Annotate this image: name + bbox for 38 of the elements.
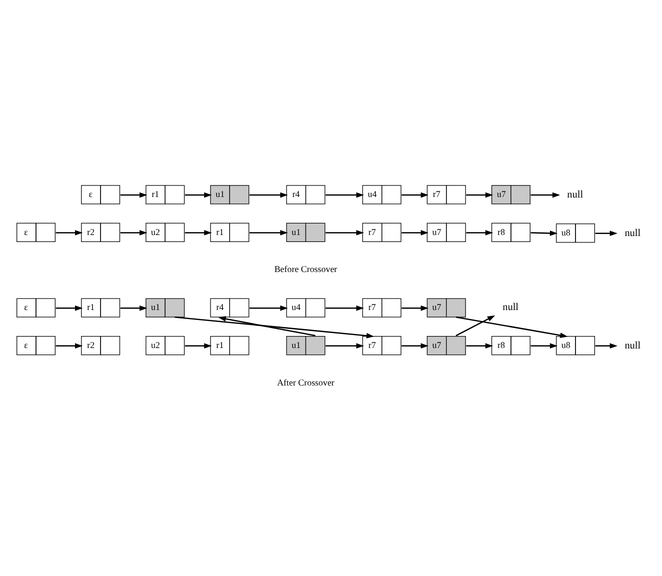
arrow — [218, 316, 316, 336]
arrow — [56, 304, 83, 310]
arrow — [595, 342, 618, 348]
arrow — [326, 192, 364, 198]
arrow — [456, 314, 496, 336]
arrow — [466, 342, 494, 348]
arrow — [184, 230, 212, 235]
arrow — [120, 192, 148, 198]
arrow — [402, 230, 428, 235]
arrow — [466, 192, 494, 198]
arrow — [250, 192, 288, 198]
arrow — [326, 342, 364, 348]
arrow — [530, 230, 558, 236]
node-text: null — [624, 340, 641, 351]
arrow — [402, 342, 428, 348]
arrow — [530, 342, 558, 348]
arrow — [56, 342, 83, 348]
label: After Crossover — [277, 376, 334, 387]
arrow — [456, 316, 568, 338]
arrow — [184, 192, 212, 198]
arrow — [250, 230, 288, 235]
arrow — [326, 304, 364, 310]
arrow — [402, 192, 428, 198]
arrow — [326, 230, 364, 235]
arrow — [250, 304, 288, 310]
node-text: null — [567, 188, 584, 200]
arrow — [530, 192, 560, 198]
node-text: null — [624, 227, 641, 238]
arrow — [595, 230, 618, 236]
arrow — [174, 316, 374, 338]
arrow — [120, 304, 148, 310]
arrow — [120, 230, 148, 235]
node-text: null — [502, 301, 519, 312]
arrow — [184, 342, 212, 348]
label: Before Crossover — [274, 264, 338, 274]
arrow — [466, 230, 494, 235]
arrow — [402, 304, 428, 310]
arrow — [56, 230, 83, 235]
